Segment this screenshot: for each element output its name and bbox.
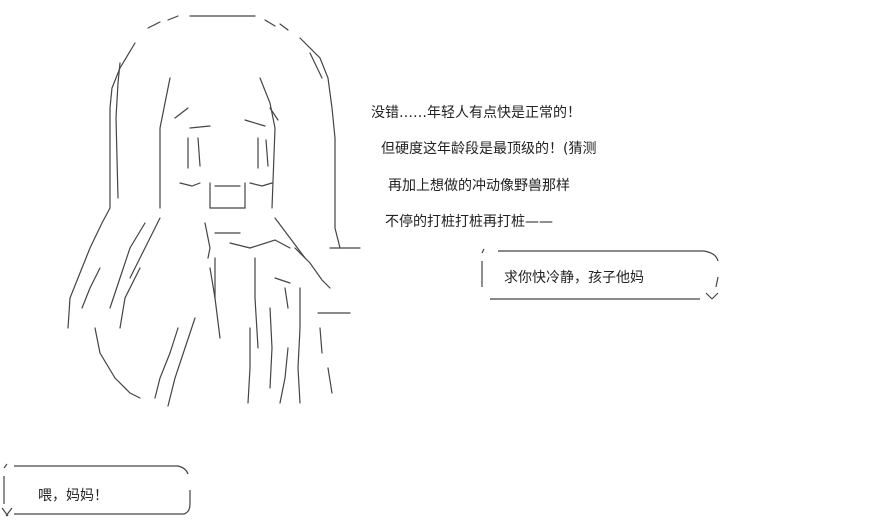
speech-bubble-left-text: 喂，妈妈！: [38, 488, 108, 504]
monologue-line-4: 不停的打桩打桩再打桩——: [385, 214, 553, 230]
speech-bubble-left: 喂，妈妈！: [0, 460, 195, 518]
ascii-art-character-drawing: [67, 15, 361, 407]
speech-bubble-left-outline: [1, 463, 191, 517]
monologue-line-1: 没错……年轻人有点快是正常的！: [371, 105, 581, 121]
speech-bubble-right-text: 求你快冷静，孩子他妈: [504, 270, 644, 286]
monologue-line-2: 但硬度这年龄段是最顶级的！(猜测: [381, 141, 597, 157]
speech-bubble-right: 求你快冷静，孩子他妈: [478, 247, 728, 303]
ascii-art-figure: [60, 8, 380, 413]
speech-bubble-right-outline: [481, 248, 719, 300]
monologue-line-3: 再加上想做的冲动像野兽那样: [388, 178, 570, 194]
